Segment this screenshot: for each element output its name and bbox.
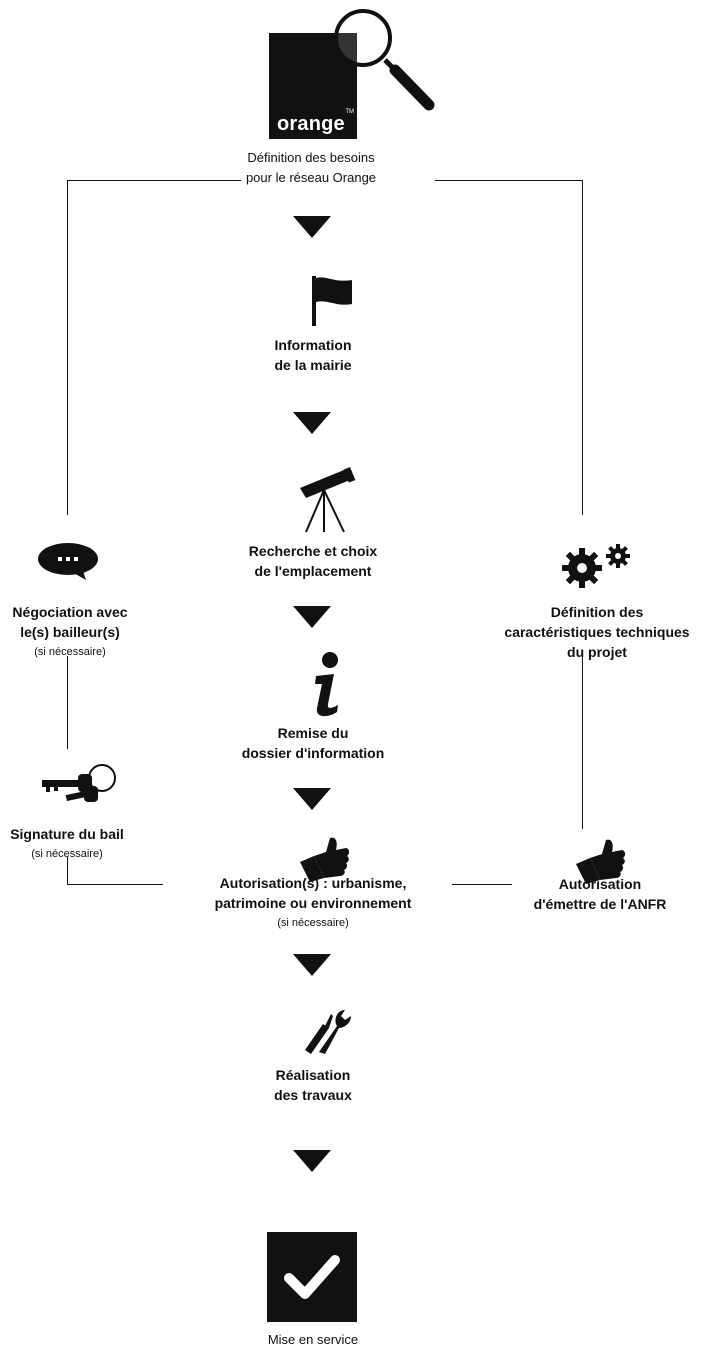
telescope-icon xyxy=(300,467,356,533)
step-negociation-note: (si nécessaire) xyxy=(34,646,106,658)
connector-right-vertical-bottom xyxy=(582,657,583,829)
info-icon xyxy=(315,652,338,717)
step-recherche-line1: Recherche et choix xyxy=(248,543,378,559)
step-realisation-line1: Réalisation xyxy=(275,1067,351,1083)
arrow-down-6 xyxy=(293,1150,331,1172)
keys-icon xyxy=(42,764,116,802)
magnifier-icon xyxy=(334,9,435,111)
arrow-down-3 xyxy=(293,606,331,628)
connector-left-vertical-mid xyxy=(67,656,68,749)
step-definition-techniques-line2: caractéristiques techniques xyxy=(504,624,690,640)
step-autorisations-line2: patrimoine ou environnement xyxy=(214,895,412,911)
step-realisation: Réalisation des travaux xyxy=(233,1065,393,1105)
gears-icon xyxy=(562,544,630,588)
step-definition-techniques-line3: du projet xyxy=(567,644,627,660)
step-negociation-line1: Négociation avec xyxy=(12,604,128,620)
step-autorisation-anfr: Autorisation d'émettre de l'ANFR xyxy=(505,874,695,914)
step-autorisation-anfr-line2: d'émettre de l'ANFR xyxy=(533,896,667,912)
step-autorisations-note: (si nécessaire) xyxy=(277,917,349,929)
step-mise-en-service-line1: Mise en service xyxy=(267,1332,359,1347)
step-definition-besoins-line2: pour le réseau Orange xyxy=(245,170,377,185)
step-remise: Remise du dossier d'information xyxy=(203,723,423,763)
step-definition-techniques-line1: Définition des xyxy=(550,604,644,620)
connector-top-left xyxy=(67,180,241,181)
step-mise-en-service: Mise en service xyxy=(233,1330,393,1350)
step-remise-line2: dossier d'information xyxy=(241,745,385,761)
logo-text: orange xyxy=(277,113,345,135)
mise-en-service-box xyxy=(267,1232,357,1322)
connector-left-vertical-bottom xyxy=(67,857,68,885)
step-signature: Signature du bail (si nécessaire) xyxy=(0,824,134,864)
step-information-mairie-line1: Information xyxy=(274,337,352,353)
step-negociation-line2: le(s) bailleur(s) xyxy=(20,624,120,640)
flag-icon xyxy=(312,276,352,326)
orange-logo: orange TM xyxy=(269,33,357,139)
step-autorisations: Autorisation(s) : urbanisme, patrimoine … xyxy=(173,873,453,933)
step-information-mairie: Information de la mairie xyxy=(223,335,403,375)
arrow-down-2 xyxy=(293,412,331,434)
connector-right-vertical-top xyxy=(582,180,583,515)
step-definition-techniques: Définition des caractéristiques techniqu… xyxy=(482,602,712,662)
arrow-down-4 xyxy=(293,788,331,810)
step-recherche-line2: de l'emplacement xyxy=(254,563,372,579)
step-signature-note: (si nécessaire) xyxy=(31,848,103,860)
connector-bottom-left xyxy=(67,884,163,885)
connector-bottom-right xyxy=(452,884,512,885)
arrow-down-1 xyxy=(293,216,331,238)
step-definition-besoins: Définition des besoins pour le réseau Or… xyxy=(206,148,416,188)
step-recherche: Recherche et choix de l'emplacement xyxy=(213,541,413,581)
step-realisation-line2: des travaux xyxy=(274,1087,352,1103)
speech-bubble-icon xyxy=(38,543,98,580)
connector-top-right xyxy=(435,180,583,181)
thumbs-up-icon xyxy=(576,839,626,884)
step-information-mairie-line2: de la mairie xyxy=(274,357,352,373)
step-remise-line1: Remise du xyxy=(277,725,349,741)
logo-trademark: TM xyxy=(345,109,354,115)
step-negociation: Négociation avec le(s) bailleur(s) (si n… xyxy=(0,602,140,662)
step-autorisation-anfr-line1: Autorisation xyxy=(558,876,642,892)
arrow-down-5 xyxy=(293,954,331,976)
step-autorisations-line1: Autorisation(s) : urbanisme, xyxy=(219,875,407,891)
connector-left-vertical-top xyxy=(67,180,68,515)
step-signature-line1: Signature du bail xyxy=(10,826,124,842)
step-definition-besoins-line1: Définition des besoins xyxy=(247,150,375,165)
checkmark-icon xyxy=(284,1255,340,1299)
tools-icon xyxy=(305,1010,351,1054)
thumbs-up-icon xyxy=(300,837,350,882)
